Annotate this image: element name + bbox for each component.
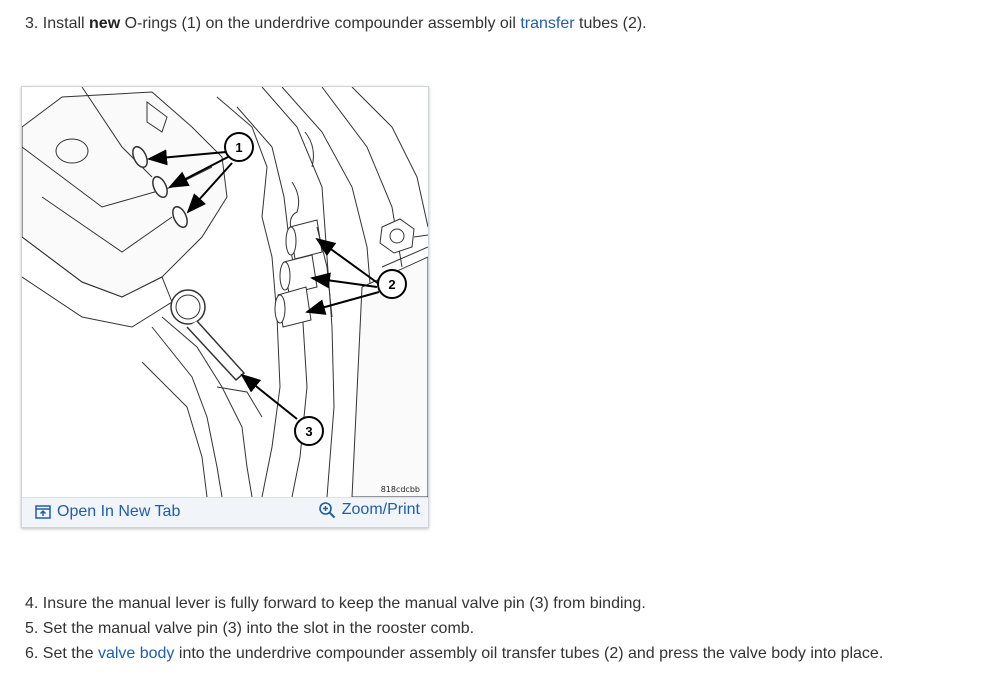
open-in-new-tab-button[interactable]: Open In New Tab [35,503,180,521]
figure-id-label: 818cdcbb [380,485,420,494]
figure-panel: 1 2 3 818cdcbb Open In New Tab Zoom/Prin… [21,86,429,528]
transfer-link[interactable]: transfer [520,15,575,32]
callout-1 [224,132,254,162]
magnifier-plus-icon [318,502,335,519]
step-3-text: 3. Install [25,15,90,32]
zoom-print-button[interactable]: Zoom/Print [318,501,420,519]
callout-1-label: 1 [235,140,242,155]
step-6-text-suffix: into the underdrive compounder assembly … [174,645,884,662]
valve-body-diagram: 1 2 3 [22,87,428,497]
step-3-instruction: 3. Install new O-rings (1) on the underd… [25,14,647,34]
step-3-text-middle: O-rings (1) on the underdrive compounder… [120,15,521,32]
figure-toolbar: Open In New Tab Zoom/Print [22,497,428,527]
open-in-new-tab-label: Open In New Tab [57,503,181,520]
open-new-tab-icon [35,505,51,519]
step-3-bold-new: new [89,15,121,32]
step-5-instruction: 5. Set the manual valve pin (3) into the… [25,620,475,637]
callout-3-label: 3 [305,424,312,439]
valve-body-link[interactable]: valve body [97,645,175,662]
zoom-print-label: Zoom/Print [341,501,420,518]
callout-3 [294,416,324,446]
figure-illustration[interactable]: 1 2 3 818cdcbb [22,87,428,497]
step-6-instruction: 6. Set the valve body into the underdriv… [25,644,883,664]
step-3-text-suffix: tubes (2). [574,15,647,32]
callout-2-label: 2 [388,277,395,292]
callout-2 [377,269,407,299]
step-4-instruction: 4. Insure the manual lever is fully forw… [25,595,646,612]
step-6-text: 6. Set the [25,645,98,662]
